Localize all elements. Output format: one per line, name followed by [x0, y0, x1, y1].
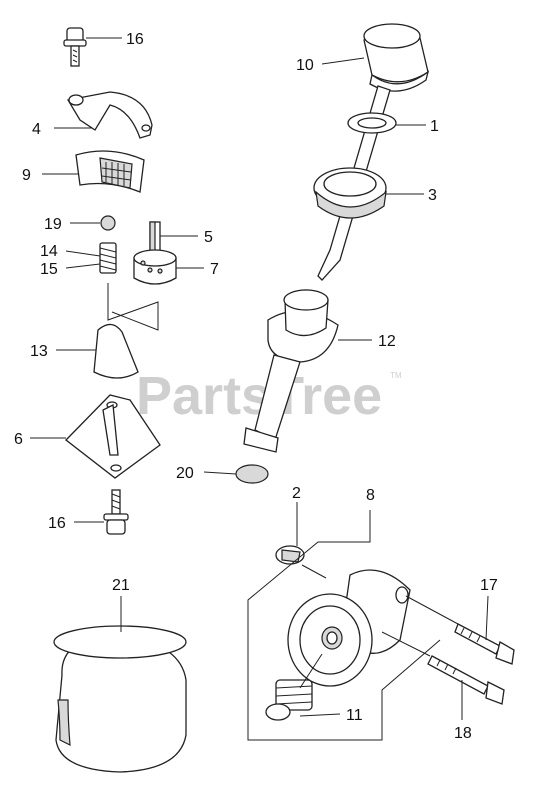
part-8-filter-base[interactable] — [287, 569, 411, 687]
part-19-check-ball[interactable] — [100, 215, 116, 231]
callout-7: 7 — [210, 261, 219, 278]
callout-6: 6 — [14, 431, 23, 448]
callout-12: 12 — [378, 333, 396, 350]
part-16-bolt-top[interactable] — [63, 27, 87, 67]
part-7-pump-rotor[interactable] — [133, 249, 177, 285]
part-9-strainer-screen[interactable] — [75, 150, 145, 193]
callout-16-top: 16 — [126, 31, 144, 48]
callout-3: 3 — [428, 187, 437, 204]
callout-10: 10 — [296, 57, 314, 74]
callout-9: 9 — [22, 167, 31, 184]
part-14-15-relief-spring[interactable] — [99, 242, 117, 274]
part-4-bracket-plate[interactable] — [66, 91, 153, 139]
part-3-seal[interactable] — [313, 167, 387, 219]
callout-15: 15 — [40, 261, 58, 278]
part-16-bolt-bottom[interactable] — [103, 489, 129, 535]
callout-14: 14 — [40, 243, 58, 260]
callout-11: 11 — [346, 707, 363, 724]
callout-16-bottom: 16 — [48, 515, 66, 532]
callout-labels: 16 4 9 19 5 14 15 7 13 6 16 21 10 1 3 12… — [14, 31, 498, 742]
part-1-o-ring[interactable] — [347, 112, 397, 134]
part-2-fitting[interactable] — [275, 545, 305, 565]
part-18-bolt[interactable] — [427, 655, 505, 705]
callout-18: 18 — [454, 725, 472, 742]
part-6-pickup-flange[interactable] — [65, 394, 161, 479]
callout-13: 13 — [30, 343, 48, 360]
part-17-bolt[interactable] — [454, 623, 515, 665]
part-11-nipple[interactable] — [265, 679, 313, 721]
callout-19: 19 — [44, 216, 62, 233]
part-13-cone-screen[interactable] — [93, 323, 139, 379]
callout-1: 1 — [430, 118, 439, 135]
part-20-plug[interactable] — [235, 464, 269, 484]
part-10-dipstick-cap[interactable] — [363, 23, 430, 92]
callout-17: 17 — [480, 577, 498, 594]
part-8-assembly-outline — [247, 510, 441, 741]
callout-8: 8 — [366, 487, 375, 504]
callout-2: 2 — [292, 485, 301, 502]
watermark-tm: TM — [390, 371, 402, 380]
callout-5: 5 — [204, 229, 213, 246]
part-21-oil-filter[interactable] — [53, 625, 187, 773]
callout-21: 21 — [112, 577, 130, 594]
callout-4: 4 — [32, 121, 41, 138]
callout-20: 20 — [176, 465, 194, 482]
part-12-dipstick-tube[interactable] — [243, 289, 339, 453]
